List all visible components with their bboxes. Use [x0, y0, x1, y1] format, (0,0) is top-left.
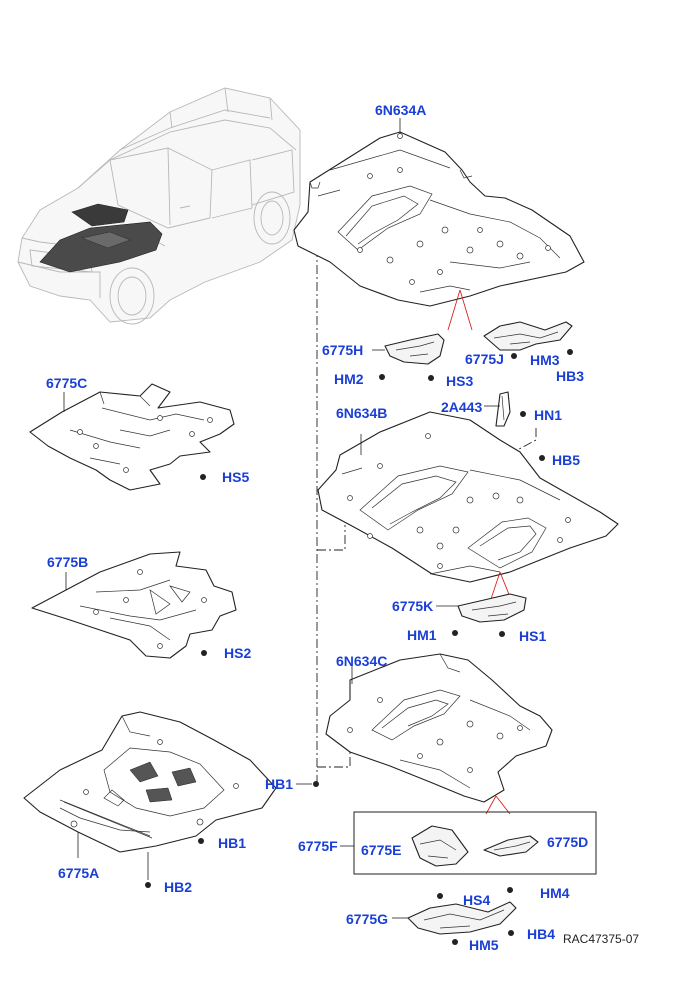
label-6775F: 6775F [298, 838, 338, 854]
label-HM5: HM5 [469, 937, 499, 953]
label-HN1: HN1 [534, 407, 563, 423]
label-6775G: 6775G [346, 911, 389, 927]
label-6775D: 6775D [547, 834, 589, 850]
diagram-reference-code: RAC47375-07 [563, 932, 640, 946]
label-HS3: HS3 [446, 373, 474, 389]
label-HS2: HS2 [224, 645, 252, 661]
label-6775K: 6775K [392, 598, 434, 614]
label-6775B: 6775B [47, 554, 89, 570]
label-6775C: 6775C [46, 375, 88, 391]
bracket-6775H [372, 333, 445, 381]
label-HB2: HB2 [164, 879, 193, 895]
vehicle-overview [17, 87, 301, 325]
label-HS5: HS5 [222, 469, 250, 485]
shield-6775B [31, 551, 237, 659]
group-6775F [340, 811, 597, 899]
panel-6N634B [317, 411, 619, 603]
label-HM1: HM1 [407, 627, 437, 643]
label-HM3: HM3 [530, 352, 560, 368]
label-HM4: HM4 [540, 885, 570, 901]
label-HB4: HB4 [527, 926, 556, 942]
label-6N634B: 6N634B [336, 405, 388, 421]
label-HB3: HB3 [556, 368, 585, 384]
label-HB1: HB1 [218, 835, 247, 851]
panel-6N634C [325, 653, 553, 815]
bracket-6775G [392, 901, 517, 945]
label-HS1: HS1 [519, 628, 547, 644]
label-6775J: 6775J [465, 351, 504, 367]
label-HS4: HS4 [463, 892, 491, 908]
label-6775A: 6775A [58, 865, 100, 881]
label-2A443: 2A443 [441, 399, 483, 415]
label-6775H: 6775H [322, 342, 364, 358]
shield-6775A [23, 711, 319, 888]
label-6N634C: 6N634C [336, 653, 388, 669]
bracket-6775J [483, 321, 573, 359]
panel-6N634A [293, 118, 585, 331]
shield-6775C [29, 383, 235, 491]
label-6775E: 6775E [361, 842, 402, 858]
part-2A443 [484, 391, 545, 461]
label-HB1-center: HB1 [265, 776, 294, 792]
bracket-6775K [436, 593, 527, 637]
label-HB5: HB5 [552, 452, 581, 468]
label-HM2: HM2 [334, 371, 364, 387]
label-6N634A: 6N634A [375, 102, 427, 118]
